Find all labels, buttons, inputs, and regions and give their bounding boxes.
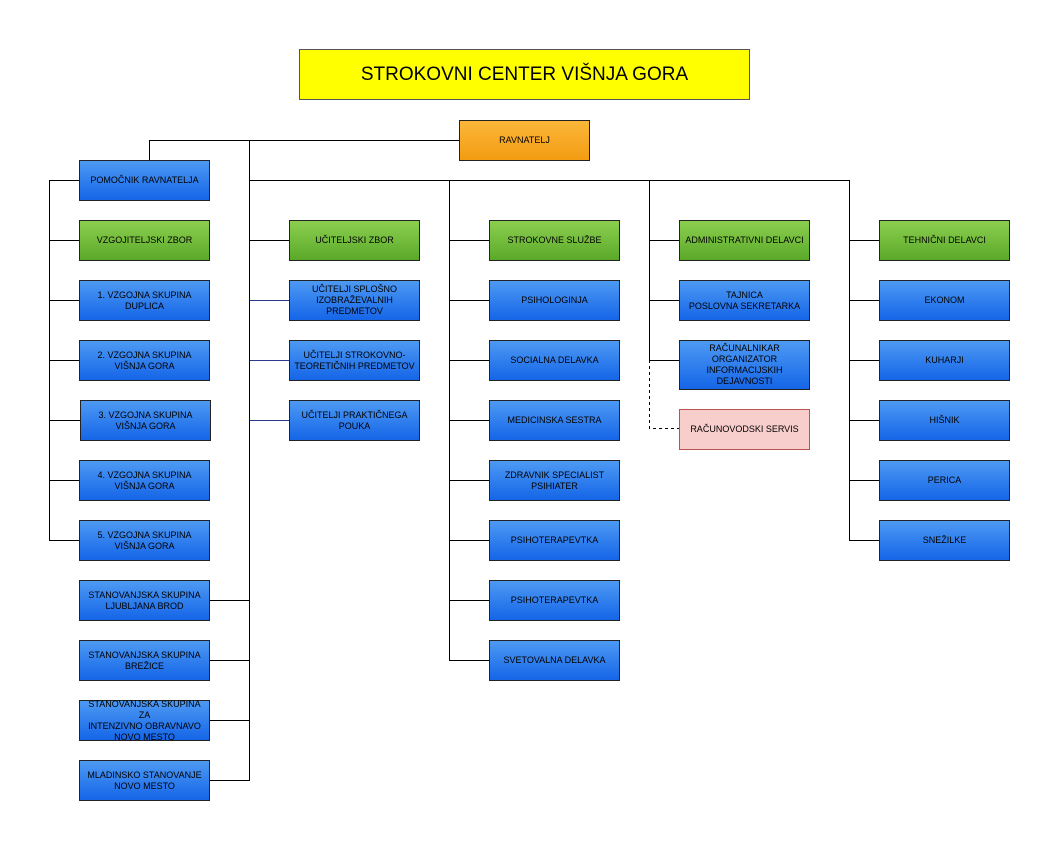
education-group-4-box[interactable]: 4. VZGOJNA SKUPINA VIŠNJA GORA <box>79 460 210 501</box>
it-organizer-box[interactable]: RAČUNALNIKAR ORGANIZATOR INFORMACIJSKIH … <box>679 340 810 390</box>
youth-housing-box[interactable]: MLADINSKO STANOVANJE NOVO MESTO <box>79 760 210 801</box>
social-worker-box[interactable]: SOCIALNA DELAVKA <box>489 340 620 381</box>
laundry-box[interactable]: PERICA <box>879 460 1010 501</box>
housing-group-brezice-box[interactable]: STANOVANJSKA SKUPINA BREŽICE <box>79 640 210 681</box>
cooks-box[interactable]: KUHARJI <box>879 340 1010 381</box>
steward-box[interactable]: EKONOM <box>879 280 1010 321</box>
teachers-board-box[interactable]: UČITELJSKI ZBOR <box>289 220 420 261</box>
accounting-service-box[interactable]: RAČUNOVODSKI SERVIS <box>679 409 810 450</box>
housing-group-ljubljana-box[interactable]: STANOVANJSKA SKUPINA LJUBLJANA BROD <box>79 580 210 621</box>
general-subject-teachers-box[interactable]: UČITELJI SPLOŠNO IZOBRAŽEVALNIH PREDMETO… <box>289 280 420 321</box>
director-box[interactable]: RAVNATELJ <box>459 120 590 161</box>
snow-clearers-box[interactable]: SNEŽILKE <box>879 520 1010 561</box>
secretary-box[interactable]: TAJNICA POSLOVNA SEKRETARKA <box>679 280 810 321</box>
nurse-box[interactable]: MEDICINSKA SESTRA <box>489 400 620 441</box>
psychologist-box[interactable]: PSIHOLOGINJA <box>489 280 620 321</box>
assistant-director-box[interactable]: POMOČNIK RAVNATELJA <box>79 160 210 201</box>
vocational-theory-teachers-box[interactable]: UČITELJI STROKOVNO- TEORETIČNIH PREDMETO… <box>289 340 420 381</box>
practical-teachers-box[interactable]: UČITELJI PRAKTIČNEGA POUKA <box>289 400 420 441</box>
education-group-2-box[interactable]: 2. VZGOJNA SKUPINA VIŠNJA GORA <box>79 340 210 381</box>
psychotherapist-1-box[interactable]: PSIHOTERAPEVTKA <box>489 520 620 561</box>
education-group-3-box[interactable]: 3. VZGOJNA SKUPINA VIŠNJA GORA <box>80 400 211 441</box>
counselor-box[interactable]: SVETOVALNA DELAVKA <box>489 640 620 681</box>
psychiatrist-box[interactable]: ZDRAVNIK SPECIALIST PSIHIATER <box>489 460 620 501</box>
technical-staff-box[interactable]: TEHNIČNI DELAVCI <box>879 220 1010 261</box>
education-group-1-box[interactable]: 1. VZGOJNA SKUPINA DUPLICA <box>79 280 210 321</box>
caretaker-box[interactable]: HIŠNIK <box>879 400 1010 441</box>
educators-board-box[interactable]: VZGOJITELJSKI ZBOR <box>79 220 210 261</box>
administrative-staff-box[interactable]: ADMINISTRATIVNI DELAVCI <box>679 220 810 261</box>
housing-group-intensive-box[interactable]: STANOVANJSKA SKUPINA ZA INTENZIVNO OBRAV… <box>79 699 210 742</box>
professional-services-box[interactable]: STROKOVNE SLUŽBE <box>489 220 620 261</box>
psychotherapist-2-box[interactable]: PSIHOTERAPEVTKA <box>489 580 620 621</box>
education-group-5-box[interactable]: 5. VZGOJNA SKUPINA VIŠNJA GORA <box>79 520 210 561</box>
org-title: STROKOVNI CENTER VIŠNJA GORA <box>299 49 750 100</box>
